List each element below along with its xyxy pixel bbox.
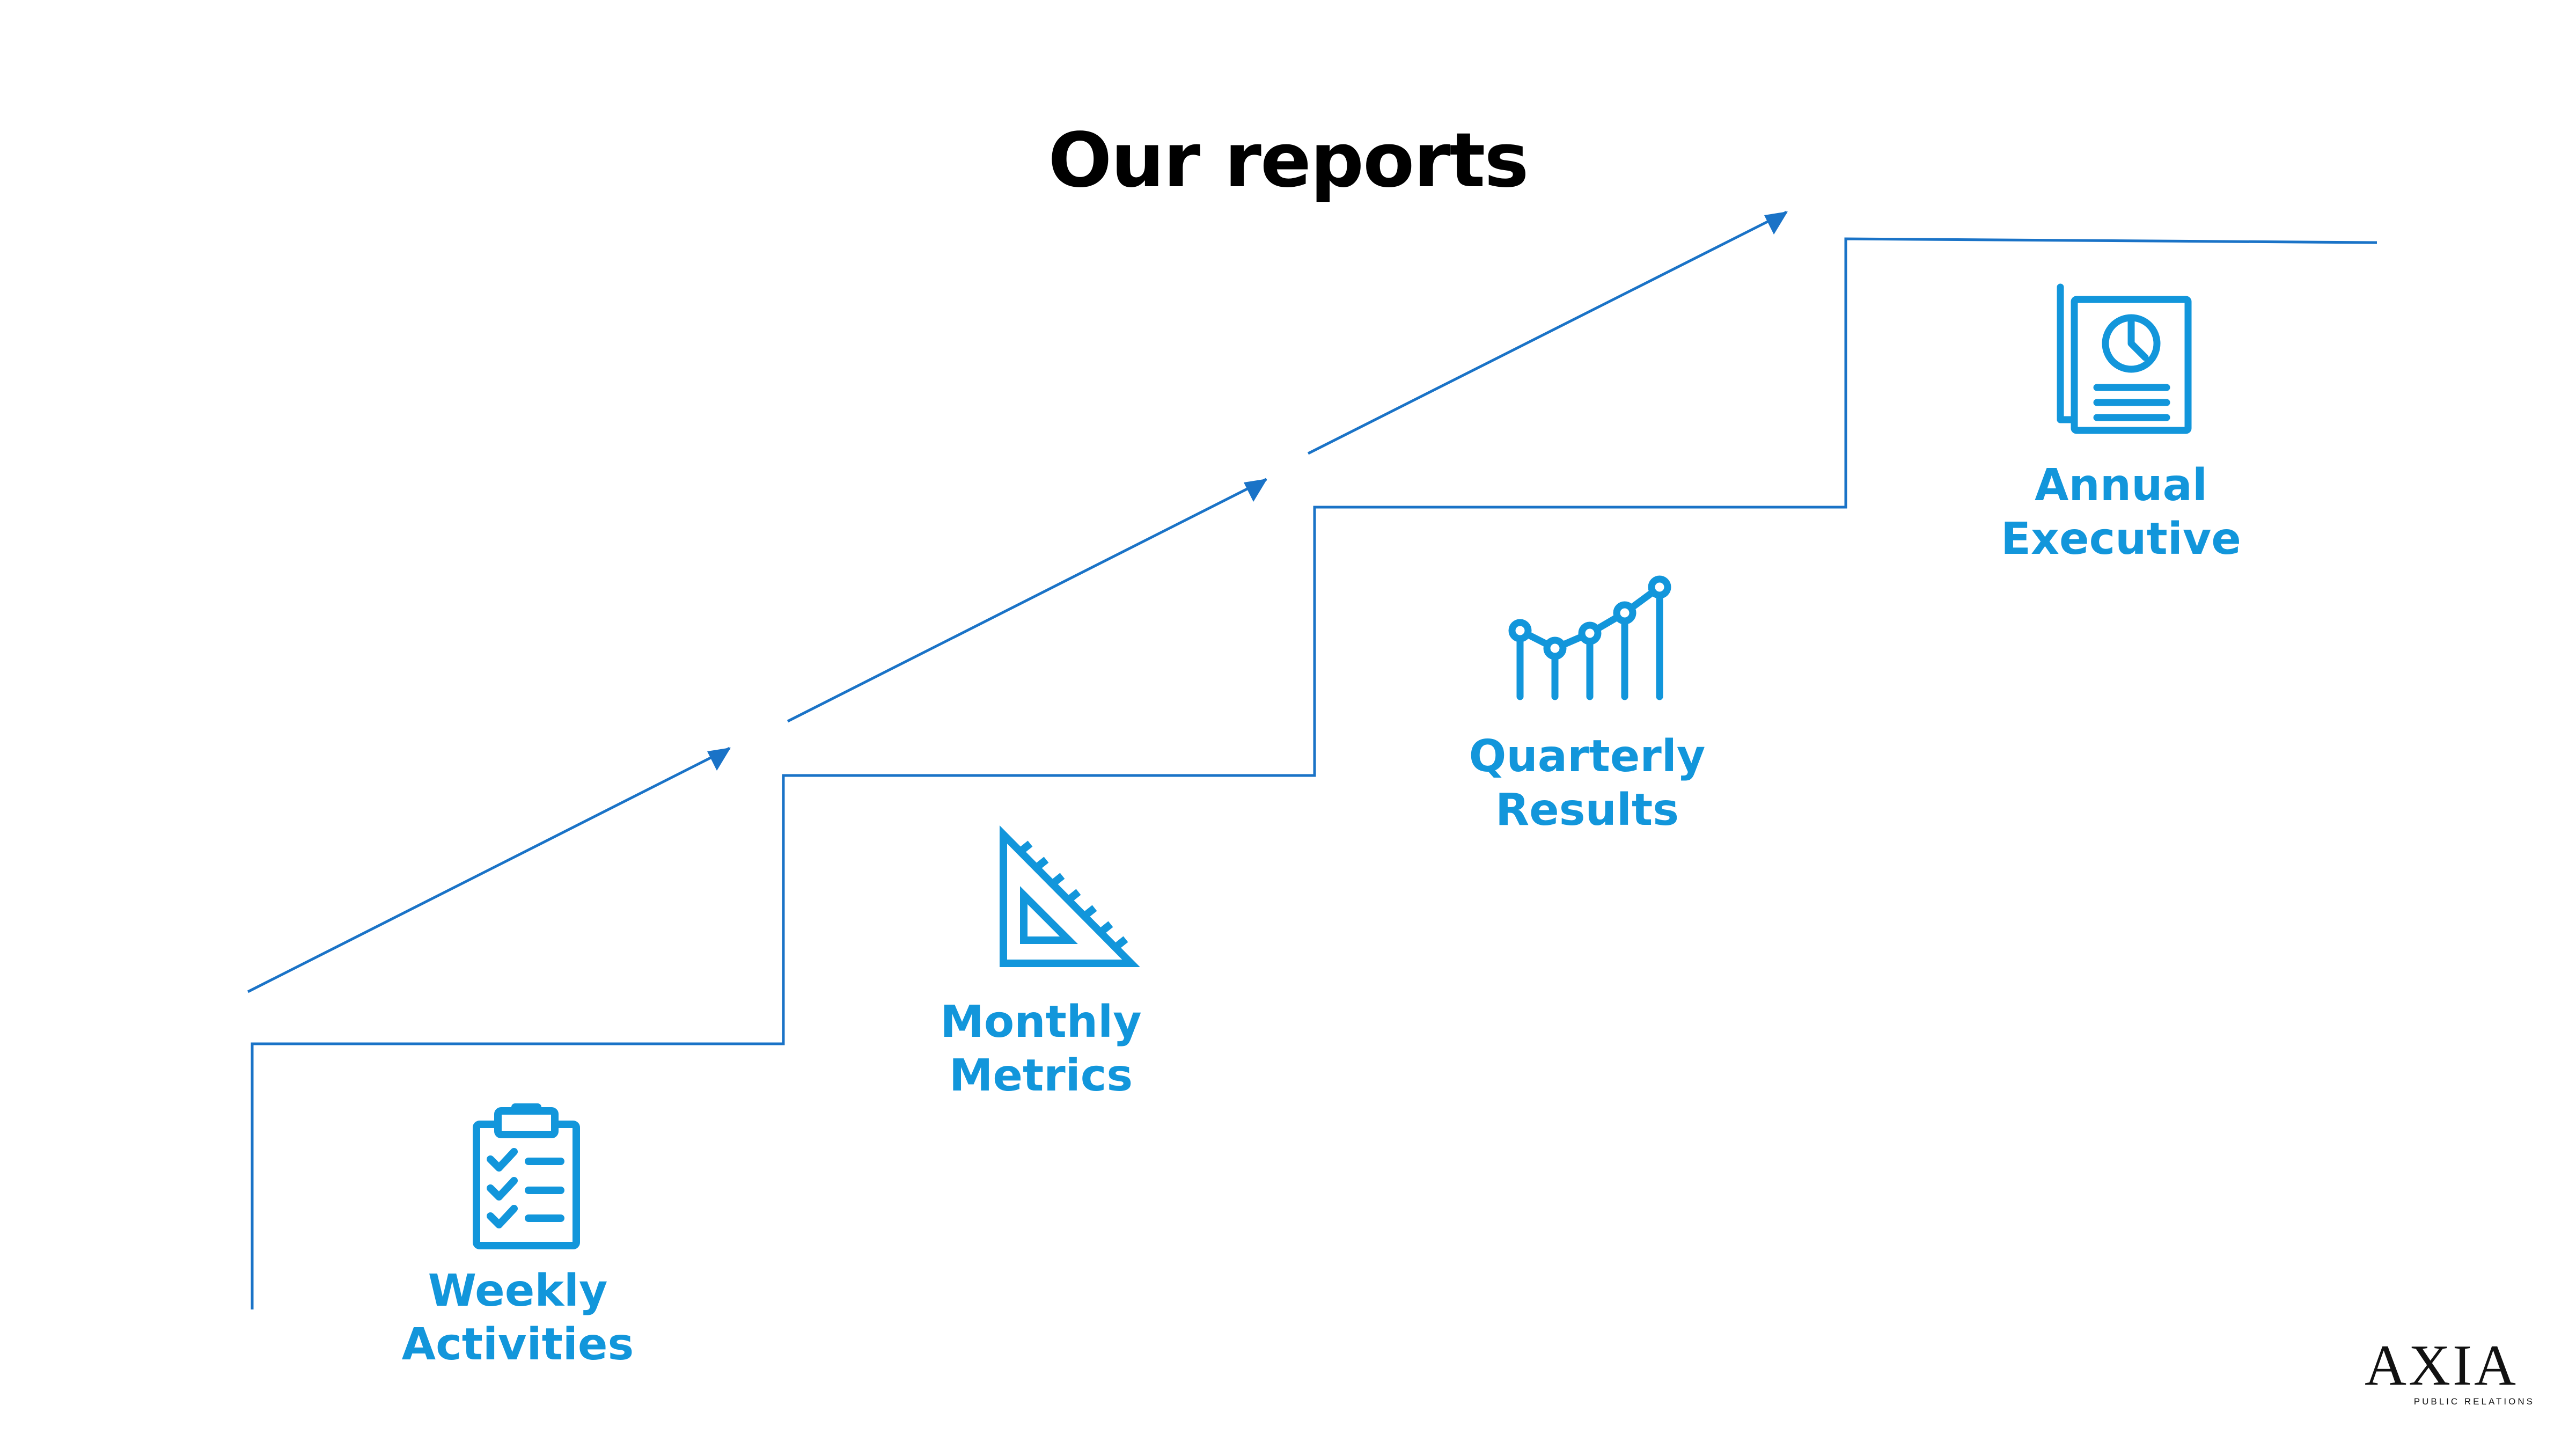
logo-wordmark: AXIA [2365, 1334, 2518, 1397]
clipboard-checklist-icon [473, 1103, 580, 1249]
step-label-quarterly: Quarterly Results [1399, 730, 1775, 837]
growth-arrowhead-3 [1764, 211, 1788, 235]
staircase-line [251, 237, 2377, 1309]
step-label-line2: Results [1495, 785, 1679, 836]
logo-subtitle: PUBLIC RELATIONS [2413, 1396, 2535, 1407]
step-label-weekly: Weekly Activities [330, 1264, 706, 1372]
step-label-line1: Monthly [940, 997, 1142, 1048]
step-label-line1: Annual [2034, 460, 2208, 511]
step-label-line1: Weekly [428, 1265, 608, 1316]
line-bar-chart-icon [1508, 575, 1671, 700]
step-label-line2: Metrics [949, 1050, 1133, 1101]
step-label-line2: Activities [401, 1319, 634, 1370]
growth-arrow-1 [247, 747, 731, 993]
step-label-annual: Annual Executive [1933, 459, 2309, 566]
set-square-ruler-icon [1000, 825, 1140, 967]
step-label-line1: Quarterly [1469, 731, 1706, 782]
report-document-pie-icon [2057, 283, 2192, 434]
step-label-line2: Executive [2001, 514, 2241, 565]
page-title: Our reports [1048, 117, 1529, 204]
growth-arrow-2 [787, 478, 1267, 723]
axia-logo: AXIA PUBLIC RELATIONS [2345, 1336, 2538, 1417]
growth-arrow-3 [1307, 210, 1788, 455]
growth-arrowhead-1 [707, 748, 731, 771]
step-label-monthly: Monthly Metrics [853, 996, 1229, 1103]
growth-arrowhead-2 [1244, 479, 1267, 502]
